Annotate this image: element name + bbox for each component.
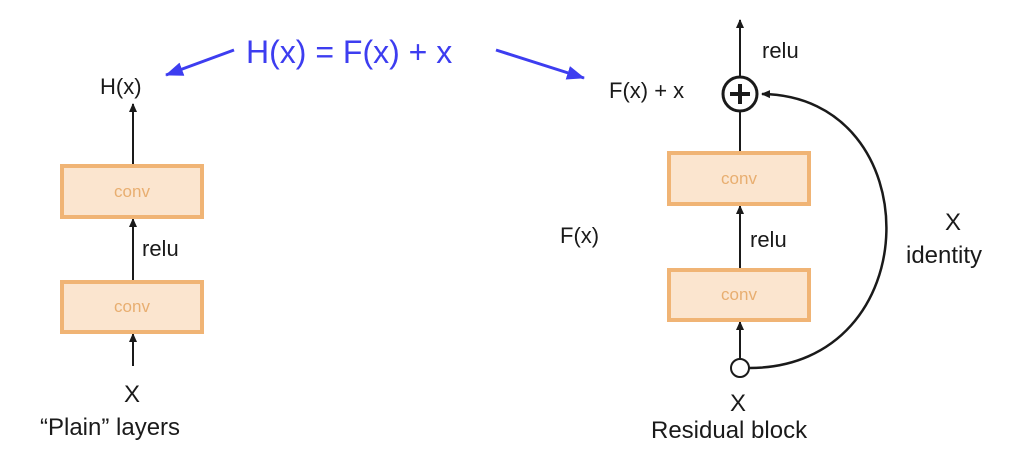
plain-conv-top-label: conv bbox=[114, 181, 150, 201]
plain-output-label: H(x) bbox=[100, 74, 142, 99]
residual-conv-top-label: conv bbox=[721, 168, 757, 188]
fx-label: F(x) bbox=[560, 223, 600, 248]
plain-conv-top: conv bbox=[60, 164, 204, 219]
sum-label: F(x) + x bbox=[609, 78, 685, 103]
residual-relu-output-label: relu bbox=[762, 38, 799, 63]
equation-title: H(x) = F(x) + x bbox=[246, 34, 453, 70]
residual-conv-top: conv bbox=[667, 151, 811, 206]
identity-label: identity bbox=[906, 242, 983, 269]
plain-conv-bottom-label: conv bbox=[114, 297, 150, 316]
residual-input-label: X bbox=[730, 390, 747, 417]
residual-relu-label: relu bbox=[750, 227, 787, 252]
residual-conv-bottom: conv bbox=[667, 268, 811, 322]
plain-caption: “Plain” layers bbox=[40, 414, 181, 441]
plain-relu-label: relu bbox=[142, 236, 179, 261]
residual-caption: Residual block bbox=[651, 417, 808, 444]
residual-conv-bottom-label: conv bbox=[721, 285, 757, 304]
equation-arrow-right bbox=[495, 48, 585, 80]
plain-input-label: X bbox=[124, 381, 141, 408]
plain-conv-bottom: conv bbox=[60, 280, 204, 334]
identity-skip-connection bbox=[748, 90, 888, 370]
equation-arrow-left bbox=[165, 48, 235, 77]
residual-input-node bbox=[730, 358, 750, 378]
identity-x-label: X bbox=[945, 209, 962, 236]
